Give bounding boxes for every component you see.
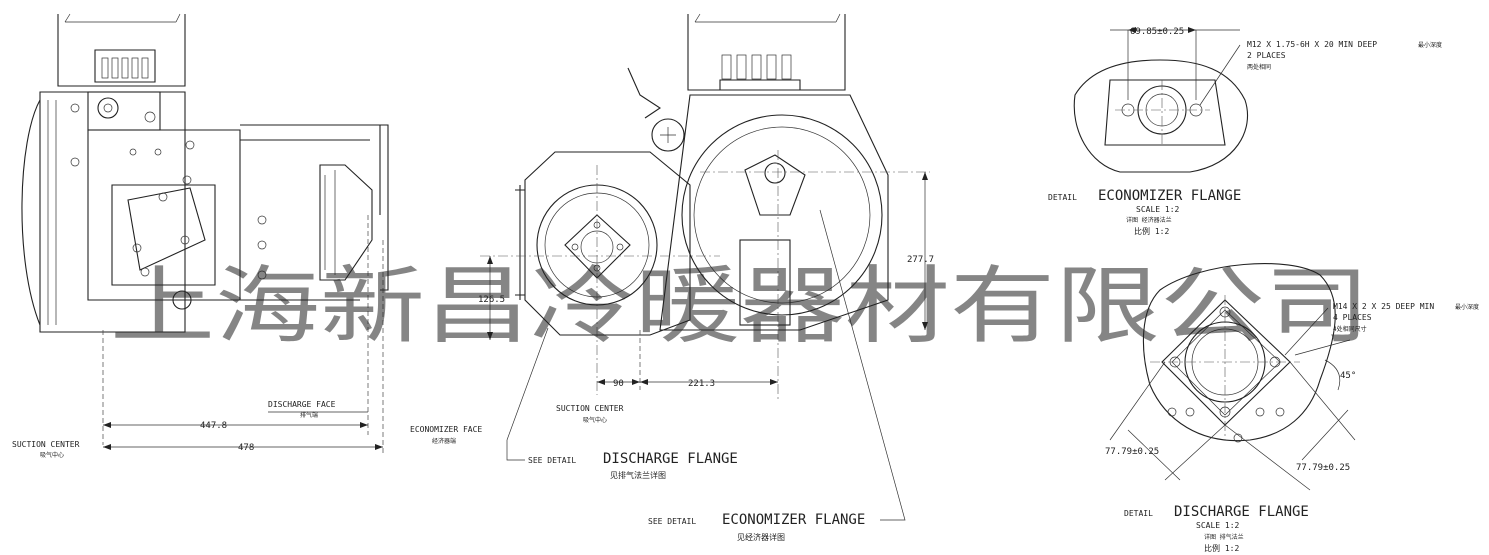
discharge-face-label: DISCHARGE FACE	[268, 400, 336, 409]
discharge-dim-left: 77.79±0.25	[1105, 447, 1159, 457]
discharge-title-big: DISCHARGE FLANGE	[1174, 504, 1309, 520]
see-detail-economizer-small: SEE DETAIL	[648, 517, 696, 526]
dim-277-7: 277.7	[907, 255, 934, 265]
dim-447-8: 447.8	[200, 421, 227, 431]
see-detail-economizer-cn: 见经济器详图	[737, 532, 785, 542]
detail-economizer-flange: 69.85±0.25 M12 X 1.75-6H X 20 MIN DEEP 最…	[1048, 27, 1442, 236]
discharge-places: 4 PLACES	[1333, 313, 1372, 322]
discharge-scale: SCALE 1:2	[1196, 521, 1240, 530]
discharge-scale-cn: 比例 1:2	[1204, 543, 1239, 553]
front-suction-center-label-cn: 吸气中心	[583, 416, 607, 424]
see-detail-discharge-cn: 见排气法兰详图	[610, 470, 666, 480]
see-detail-discharge-small: SEE DETAIL	[528, 456, 576, 465]
see-detail-economizer-title: ECONOMIZER FLANGE	[722, 512, 865, 528]
front-suction-center-label: SUCTION CENTER	[556, 404, 624, 413]
detail-discharge-flange: 45° M14 X 2 X 25 DEEP MIN 最小深度 4 PLACES …	[1105, 263, 1479, 553]
discharge-places-cn: 4处相同尺寸	[1333, 325, 1367, 333]
discharge-title-small: DETAIL	[1124, 509, 1153, 518]
econ-title-small: DETAIL	[1048, 193, 1077, 202]
econ-places: 2 PLACES	[1247, 51, 1286, 60]
discharge-title-cn: 详图 排气法兰	[1204, 533, 1244, 541]
discharge-angle: 45°	[1340, 371, 1356, 381]
dim-478: 478	[238, 443, 254, 453]
dim-126-5: 126.5	[478, 295, 505, 305]
econ-title-cn: 详图 经济器法兰	[1126, 216, 1172, 224]
suction-center-label: SUCTION CENTER	[12, 440, 80, 449]
discharge-thread-note: M14 X 2 X 25 DEEP MIN	[1333, 302, 1434, 311]
economizer-face-label: ECONOMIZER FACE	[410, 425, 482, 434]
discharge-thread-note-cn: 最小深度	[1455, 303, 1479, 311]
econ-thread-note: M12 X 1.75-6H X 20 MIN DEEP	[1247, 40, 1377, 49]
econ-title-big: ECONOMIZER FLANGE	[1098, 188, 1241, 204]
side-view: 447.8 478 DISCHARGE FACE 排气端 SUCTION CEN…	[12, 13, 389, 459]
company-watermark: 上海新昌冷暖器材有限公司	[110, 257, 1370, 355]
econ-scale-cn: 比例 1:2	[1134, 226, 1169, 236]
suction-center-label-cn: 吸气中心	[40, 451, 64, 459]
see-detail-discharge-title: DISCHARGE FLANGE	[603, 451, 738, 467]
econ-dim-top: 69.85±0.25	[1130, 27, 1184, 37]
econ-scale: SCALE 1:2	[1136, 205, 1180, 214]
econ-places-cn: 两处相同	[1247, 63, 1271, 71]
dim-221-3: 221.3	[688, 379, 715, 389]
discharge-dim-right: 77.79±0.25	[1296, 463, 1350, 473]
economizer-face-label-cn: 经济器端	[432, 437, 456, 445]
front-view: 126.5 277.7 90 221.3 SUCTION CENTER 吸气中心…	[410, 13, 934, 542]
discharge-face-label-cn: 排气端	[300, 411, 318, 419]
dim-90: 90	[613, 379, 624, 389]
econ-thread-note-cn: 最小深度	[1418, 41, 1442, 49]
